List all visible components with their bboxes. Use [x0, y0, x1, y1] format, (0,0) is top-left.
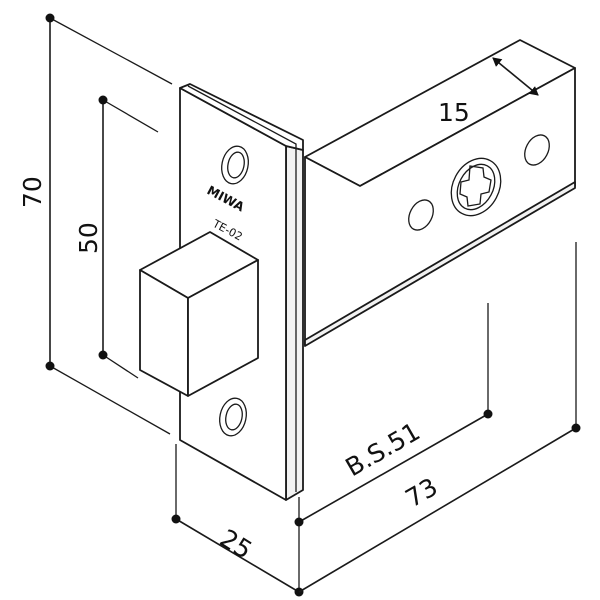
- case-bottom-edge: [304, 181, 576, 347]
- dim-case-length-label: 73: [401, 472, 443, 513]
- dim-screw-pitch-label: 50: [74, 222, 103, 254]
- dim-faceplate-width: [171, 444, 304, 597]
- screw-hole-top: [221, 145, 249, 185]
- case-front-face: [304, 67, 576, 346]
- dim-screw-pitch: [98, 95, 159, 379]
- dim-case-length: [298, 242, 581, 593]
- latch-bolt: [139, 231, 259, 397]
- dim-backset-label: B.S.51: [341, 417, 425, 482]
- case-hole-right: [524, 134, 550, 166]
- latch-front-face: [187, 259, 259, 397]
- lock-case: [304, 39, 576, 347]
- dim-backset: [294, 303, 493, 527]
- faceplate-top-bevel: [179, 83, 304, 151]
- dim-faceplate-height: [45, 13, 173, 435]
- dim-faceplate-width-label: 25: [215, 523, 257, 564]
- dim-faceplate-height-label: 70: [18, 176, 47, 208]
- screw-hole-bottom: [219, 397, 247, 437]
- dim-case-thickness-arrow: [492, 57, 539, 96]
- spindle-hub: [450, 157, 502, 217]
- case-hole-left: [408, 199, 434, 231]
- dim-case-thickness-label: 15: [438, 98, 470, 127]
- faceplate-edge: [285, 145, 304, 501]
